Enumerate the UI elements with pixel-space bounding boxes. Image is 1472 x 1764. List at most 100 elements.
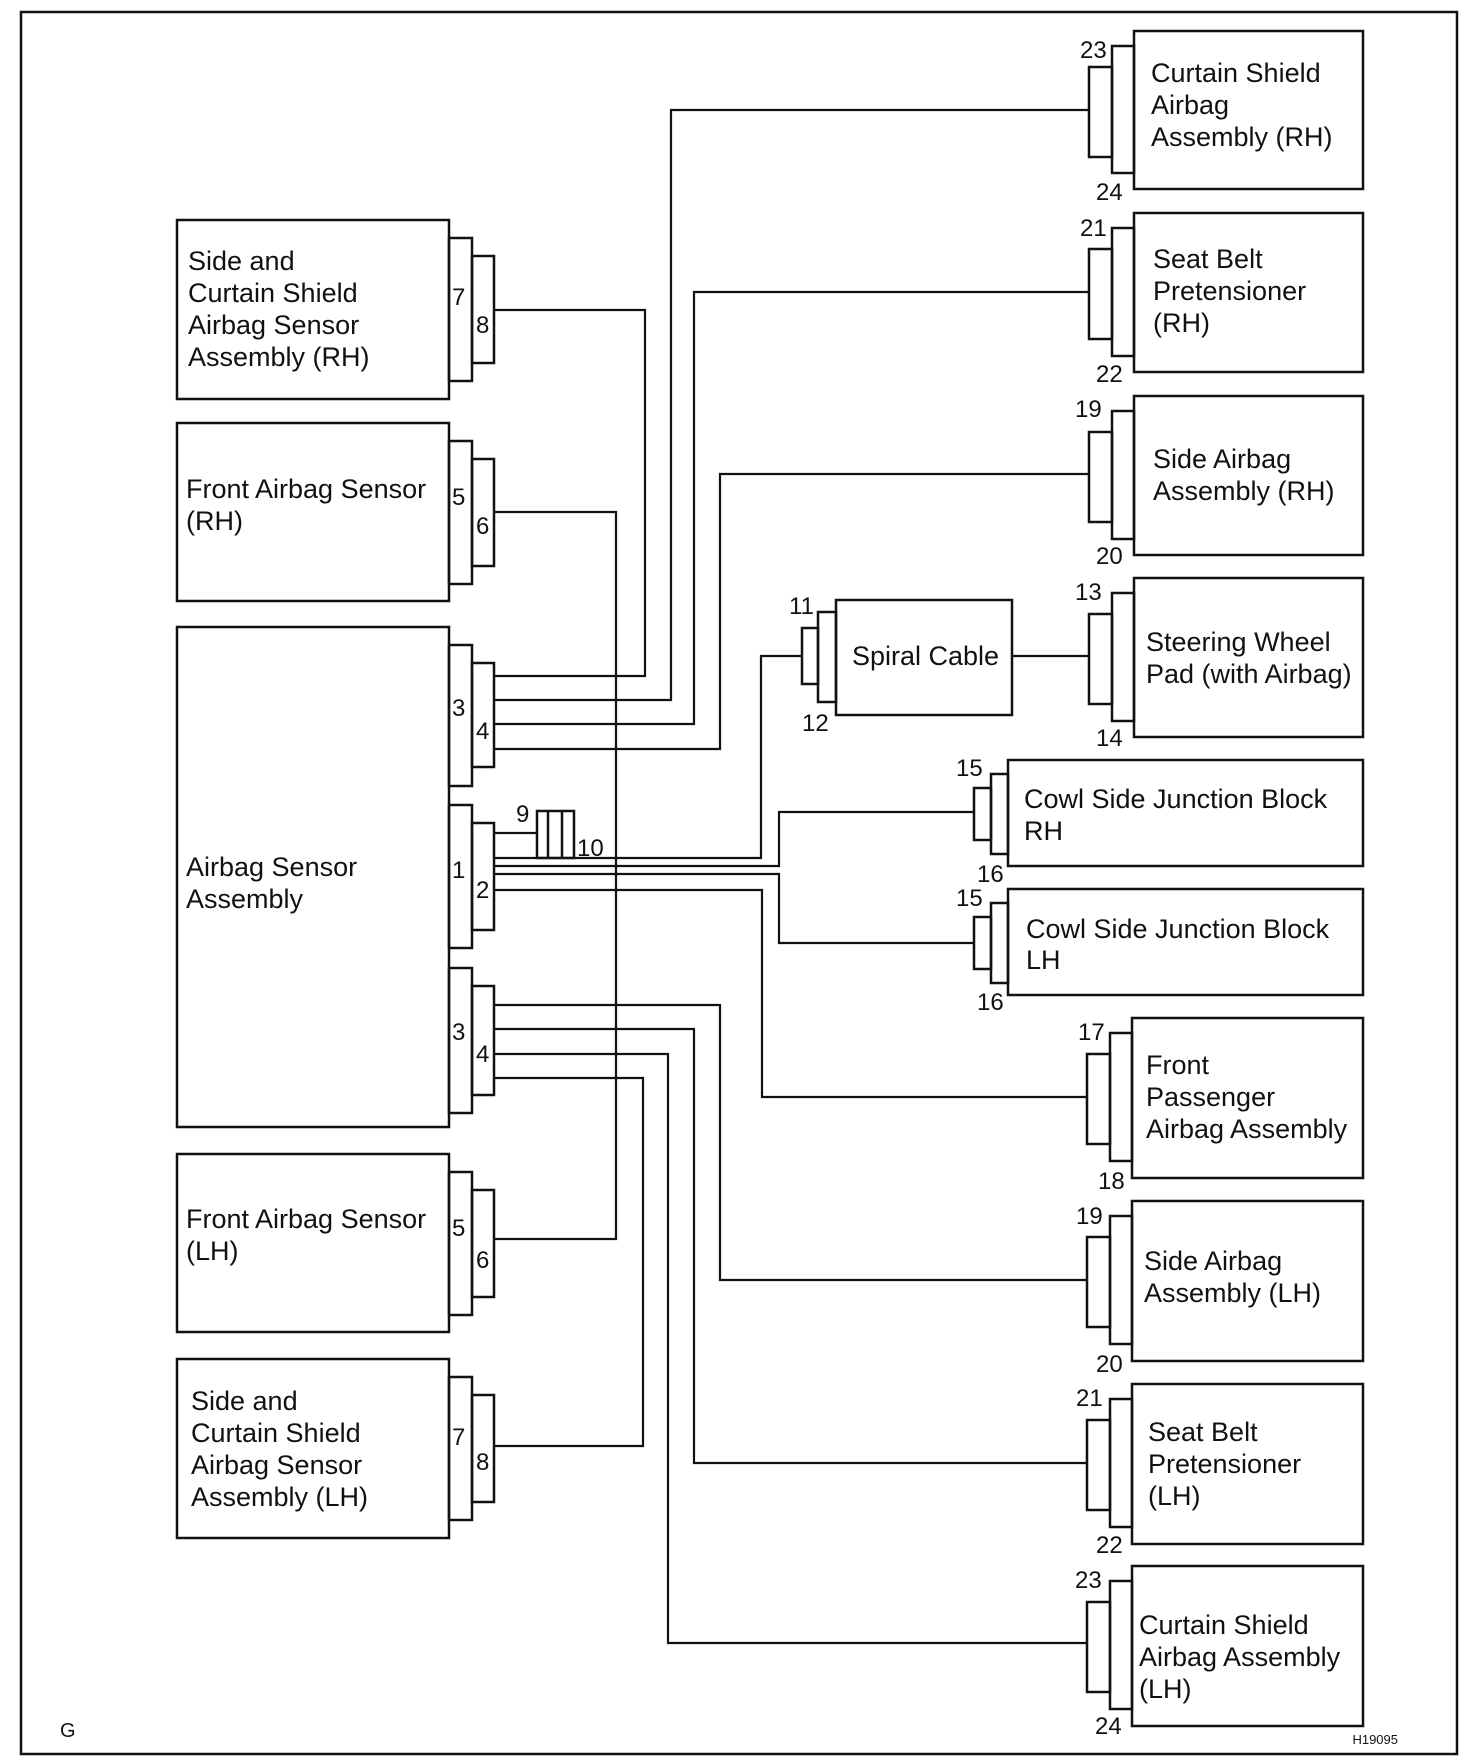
- pin-label: 19: [1075, 396, 1102, 423]
- connector-inner: [1087, 247, 1114, 341]
- pin-label: 14: [1096, 725, 1123, 752]
- wiring: [494, 108, 1089, 1645]
- component-label-line: Curtain Shield: [188, 278, 358, 308]
- connector-outer: [447, 1170, 474, 1317]
- component-label-line: LH: [1026, 945, 1061, 975]
- pin-label: 23: [1075, 1567, 1102, 1594]
- connector-outer: [1108, 1579, 1134, 1711]
- front-passenger-airbag: Front Passenger Airbag Assembly 17 18: [1078, 1016, 1365, 1195]
- connector-inner: [1087, 430, 1114, 524]
- connector-outer: [1110, 44, 1136, 175]
- component-label-line: Passenger: [1146, 1082, 1275, 1112]
- wire: [494, 654, 802, 860]
- connector-inner: [470, 1393, 496, 1504]
- wire: [494, 1076, 645, 1448]
- airbag-sensor-assembly: Airbag Sensor Assembly 3 4 1 2 3 4 9 10: [175, 625, 604, 1129]
- connector-outer: [816, 610, 838, 704]
- connector-inner: [470, 254, 496, 365]
- cowl-junction-block-lh: Cowl Side Junction Block LH 15 16: [956, 885, 1365, 1016]
- connector-outer: [1110, 409, 1136, 541]
- seat-belt-pretensioner-rh: Seat Belt Pretensioner (RH) 21 22: [1080, 211, 1365, 388]
- component-label-line: Front Airbag Sensor: [186, 474, 426, 504]
- pin-label: 17: [1078, 1019, 1105, 1046]
- pin-label: 20: [1096, 1351, 1123, 1378]
- figure-code: H19095: [1352, 1732, 1398, 1747]
- pin-label: 16: [977, 989, 1004, 1016]
- pin-label: 6: [476, 1247, 489, 1274]
- wire: [494, 1003, 1087, 1282]
- component-label-line: Curtain Shield: [191, 1418, 361, 1448]
- connector-upper: 3 4: [447, 643, 496, 788]
- spiral-cable: Spiral Cable 11 12: [789, 593, 1014, 737]
- connector-inner: [1087, 65, 1114, 159]
- component-label-line: Airbag Sensor: [191, 1450, 362, 1480]
- pin-label: 22: [1096, 1532, 1123, 1559]
- component-label-line: Assembly (RH): [188, 342, 370, 372]
- component-label-line: Pretensioner: [1148, 1449, 1301, 1479]
- pin-label: 4: [476, 718, 489, 745]
- connector-outer: [989, 772, 1010, 856]
- wire: [494, 872, 974, 945]
- component-label-line: Assembly (LH): [191, 1482, 368, 1512]
- pin-label: 1: [452, 857, 465, 884]
- pin-label: 22: [1096, 361, 1123, 388]
- inline-connector-9-10: 9 10: [516, 801, 604, 862]
- steering-wheel-pad: Steering Wheel Pad (with Airbag) 13 14: [1075, 576, 1365, 752]
- pin-label: 7: [452, 1424, 465, 1451]
- component-label-line: Airbag: [1151, 90, 1229, 120]
- wire: [494, 1027, 1087, 1465]
- wire: [494, 888, 1087, 1099]
- pin-label: 19: [1076, 1203, 1103, 1230]
- pin-label: 6: [476, 513, 489, 540]
- component-label-line: Cowl Side Junction Block: [1024, 784, 1328, 814]
- connector-inner: [972, 915, 993, 971]
- wire: [494, 108, 1089, 702]
- component-label-line: RH: [1024, 816, 1063, 846]
- pin-label: 24: [1095, 1713, 1122, 1740]
- pin-label: 3: [452, 695, 465, 722]
- component-label-line: Cowl Side Junction Block: [1026, 914, 1330, 944]
- component-label-line: Front Airbag Sensor: [186, 1204, 426, 1234]
- component-label-line: Airbag Sensor: [186, 852, 357, 882]
- component-label-line: Airbag Assembly: [1139, 1642, 1341, 1672]
- connector-lower: 3 4: [447, 966, 496, 1115]
- component-label-line: Assembly: [186, 884, 304, 914]
- wire: [494, 810, 974, 868]
- component-label-line: Spiral Cable: [852, 641, 999, 671]
- corner-letter: G: [60, 1720, 76, 1742]
- connector-inner: [470, 1188, 496, 1299]
- component-label-line: Seat Belt: [1148, 1417, 1258, 1447]
- component-label-line: (RH): [186, 506, 243, 536]
- wire: [494, 308, 647, 678]
- pin-label: 20: [1096, 543, 1123, 570]
- pin-label: 2: [476, 877, 489, 904]
- connector-outer: [989, 901, 1010, 985]
- connector-outer: [1110, 591, 1136, 723]
- connector-inner: [1087, 612, 1114, 706]
- side-airbag-rh: Side Airbag Assembly (RH) 19 20: [1075, 394, 1365, 570]
- pin-label: 13: [1075, 579, 1102, 606]
- component-label-line: Assembly (RH): [1153, 476, 1335, 506]
- connector-outer: [1108, 1214, 1134, 1346]
- component-label-line: Side and: [191, 1386, 298, 1416]
- component-label-line: Side Airbag: [1144, 1246, 1282, 1276]
- pin-label: 5: [452, 484, 465, 511]
- connector-outer: [447, 439, 474, 586]
- connector-inner: [1085, 1418, 1112, 1512]
- component-label-line: Airbag Sensor: [188, 310, 359, 340]
- front-sensor-lh: Front Airbag Sensor (LH) 5 6: [175, 1152, 496, 1334]
- component-label-line: (LH): [1139, 1674, 1192, 1704]
- pin-label: 7: [452, 284, 465, 311]
- component-label-line: Assembly (LH): [1144, 1278, 1321, 1308]
- component-label-line: Pad (with Airbag): [1146, 659, 1352, 689]
- pin-label: 5: [452, 1215, 465, 1242]
- cowl-junction-block-rh: Cowl Side Junction Block RH 15 16: [956, 755, 1365, 888]
- connector-inner: [1085, 1235, 1112, 1329]
- curtain-shield-lh: Curtain Shield Airbag Assembly (LH) 23 2…: [1075, 1564, 1365, 1740]
- component-label-line: (RH): [1153, 308, 1210, 338]
- pin-label: 23: [1080, 37, 1107, 64]
- wire: [494, 510, 618, 1241]
- component-label-line: (LH): [186, 1236, 239, 1266]
- component-label-line: Side Airbag: [1153, 444, 1291, 474]
